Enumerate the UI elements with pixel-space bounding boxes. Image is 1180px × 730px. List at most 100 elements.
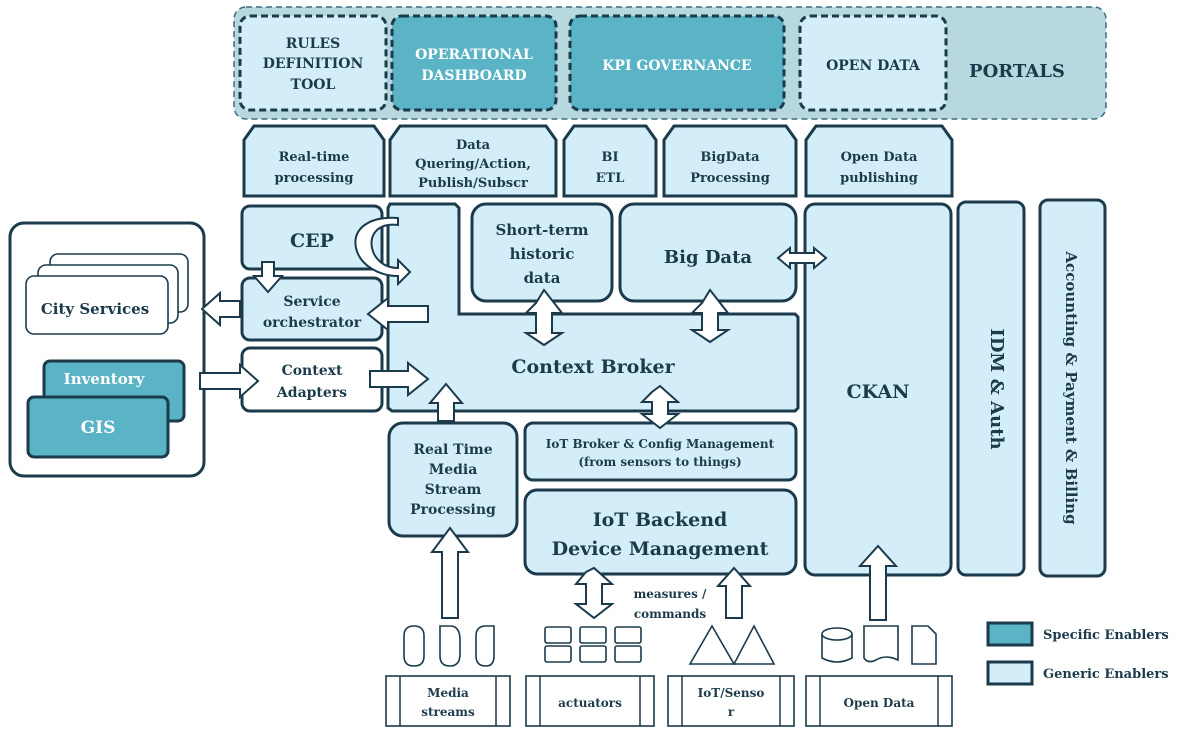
open-data-box: Open Data — [805, 675, 953, 727]
portals-title: PORTALS — [969, 61, 1065, 82]
realtime-media-line-1: Real Time — [413, 442, 492, 458]
actuator-icon-6 — [614, 645, 642, 663]
page-icon — [911, 625, 937, 665]
actuator-icon-5 — [579, 645, 607, 663]
portal-rules-line-2: DEFINITION — [263, 56, 364, 72]
ckan-label: CKAN — [847, 381, 910, 403]
media-streams-line-1: Media — [427, 686, 469, 700]
service-orch-line-2: orchestrator — [263, 315, 362, 331]
arrow-open-data-to-ckan — [857, 544, 899, 621]
measures-line-2: commands — [634, 607, 707, 621]
portal-rules-line-3: TOOL — [291, 77, 336, 93]
tab-data-line-1: Data — [456, 138, 491, 153]
cep-block: CEP — [240, 204, 384, 271]
arrow-backend-actuators — [573, 566, 615, 620]
context-broker-label: Context Broker — [511, 356, 675, 378]
iot-backend-block: IoT Backend Device Management — [523, 488, 798, 576]
arrow-broker-iot-broker — [639, 384, 681, 430]
portal-rules-line-1: RULES — [286, 36, 340, 52]
tab-data-line-3: Publish/Subscr — [418, 176, 528, 191]
idm-auth-label: IDM & Auth — [986, 328, 1007, 449]
arrow-big-data-broker — [688, 288, 732, 344]
portal-rules-definition-tool: RULES DEFINITION TOOL — [238, 14, 388, 112]
arrow-sensors-to-backend — [715, 566, 753, 619]
iot-sensor-box: IoT/Senso r — [667, 675, 795, 727]
context-adapters-line-2: Adapters — [276, 385, 347, 401]
media-streams-line-2: streams — [421, 705, 475, 719]
arrow-broker-to-orchestrator — [366, 295, 429, 333]
arrow-to-city-services — [200, 290, 241, 328]
legend: Specific Enablers Generic Enablers — [986, 621, 1169, 686]
tab-bi-line-2: ETL — [596, 171, 625, 186]
gis-label: GIS — [81, 418, 116, 438]
service-orch-line-1: Service — [283, 294, 340, 310]
idm-auth-block: IDM & Auth — [956, 200, 1026, 577]
actuators-label: actuators — [558, 696, 622, 710]
portal-open-data: OPEN DATA — [798, 14, 948, 112]
database-icon-top — [821, 627, 853, 641]
curved-arrow-cep-to-broker — [354, 216, 412, 287]
realtime-media-block: Real Time Media Stream Processing — [387, 421, 519, 538]
iot-backend-line-1: IoT Backend — [593, 509, 728, 531]
accounting-label: Accounting & Payment & Billing — [1062, 250, 1080, 525]
tab-bigdata-line-1: BigData — [700, 150, 760, 165]
tab-realtime-line-2: processing — [275, 171, 354, 186]
open-data-icons — [821, 625, 937, 665]
accounting-block: Accounting & Payment & Billing — [1038, 198, 1107, 578]
tab-open-line-1: Open Data — [841, 150, 918, 165]
realtime-media-line-4: Processing — [410, 502, 496, 518]
tab-bi-etl: BI ETL — [562, 124, 658, 198]
arrow-cep-to-orchestrator — [251, 261, 285, 294]
media-icon-3 — [475, 625, 495, 667]
tab-bigdata-line-2: Processing — [690, 171, 770, 186]
realtime-media-line-3: Stream — [425, 482, 482, 498]
tab-open-data-publishing: Open Data publishing — [804, 124, 954, 198]
city-services-card — [25, 275, 169, 335]
portal-dashboard-line-2: DASHBOARD — [421, 68, 526, 84]
arrow-adapters-to-broker — [369, 360, 430, 398]
sensor-triangle-icon-1 — [688, 624, 736, 665]
database-icon — [821, 634, 853, 663]
tab-bi-line-1: BI — [601, 150, 618, 165]
short-term-historic-block: Short-term historic data — [470, 202, 614, 303]
short-term-line-2: historic — [510, 245, 575, 263]
arrow-short-term-broker — [522, 288, 566, 347]
legend-specific-label: Specific Enablers — [1043, 628, 1169, 643]
cep-label: CEP — [290, 230, 334, 252]
actuator-icon-4 — [544, 645, 572, 663]
inventory-label: Inventory — [64, 370, 146, 388]
big-data-block: Big Data — [618, 202, 798, 303]
open-data-label: Open Data — [844, 696, 915, 710]
portal-dashboard-line-1: OPERATIONAL — [415, 47, 533, 63]
tab-data-line-2: Quering/Action, — [415, 157, 531, 172]
measures-line-1: measures / — [634, 587, 707, 601]
tab-bigdata-processing: BigData Processing — [662, 124, 798, 198]
portal-kpi-label: KPI GOVERNANCE — [602, 58, 751, 74]
legend-generic-swatch — [986, 660, 1034, 686]
tab-open-line-2: publishing — [840, 171, 918, 186]
arrow-inventory-to-adapters — [199, 362, 260, 400]
iot-sensor-line-2: r — [728, 705, 735, 719]
arrow-streams-to-media — [430, 526, 470, 619]
context-adapters-block: Context Adapters — [240, 346, 384, 413]
portal-open-data-label: OPEN DATA — [826, 58, 921, 74]
media-icon-1 — [403, 625, 425, 667]
tab-data-query: Data Quering/Action, Publish/Subscr — [388, 124, 558, 198]
context-adapters-line-1: Context — [282, 363, 343, 379]
actuator-icon-1 — [544, 626, 572, 644]
short-term-line-3: data — [524, 269, 561, 287]
portal-kpi-governance: KPI GOVERNANCE — [568, 14, 786, 112]
portal-operational-dashboard: OPERATIONAL DASHBOARD — [390, 14, 558, 112]
realtime-media-line-2: Media — [429, 462, 478, 478]
iot-broker-line-1: IoT Broker & Config Management — [546, 437, 775, 451]
tab-realtime-line-1: Real-time — [279, 150, 350, 165]
portals-band: RULES DEFINITION TOOL OPERATIONAL DASHBO… — [233, 6, 1107, 120]
iot-broker-line-2: (from sensors to things) — [578, 455, 741, 469]
iot-sensor-line-1: IoT/Senso — [698, 686, 765, 700]
city-systems-panel: City Services Inventory GIS — [8, 221, 206, 478]
iot-backend-line-2: Device Management — [552, 538, 769, 560]
actuator-icon-3 — [614, 626, 642, 644]
media-icon-2 — [439, 625, 461, 667]
sensor-triangle-icon-2 — [732, 624, 776, 665]
